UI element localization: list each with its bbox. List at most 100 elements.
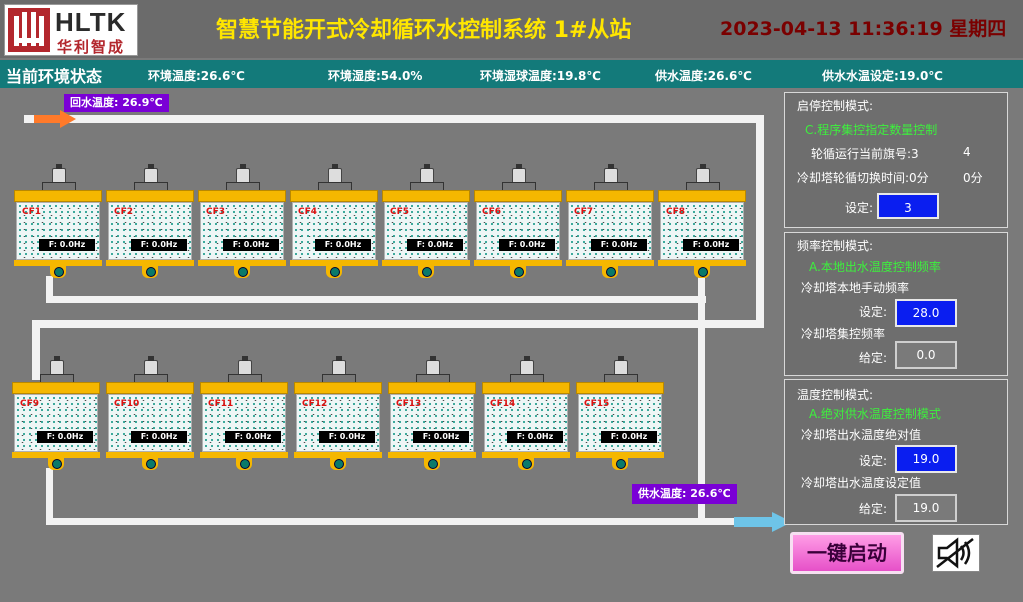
wet-bulb-temperature: 环境湿球温度:19.8℃ — [480, 69, 601, 83]
mute-speaker-icon — [936, 537, 974, 569]
frequency-control-panel: 频率控制模式: A.本地出水温度控制频率 冷却塔本地手动频率 设定: 28.0 … — [784, 232, 1008, 376]
pump-icon[interactable] — [424, 458, 440, 470]
tower-name: CF7 — [574, 207, 594, 217]
temperature-mode-title: 温度控制模式: — [797, 388, 874, 402]
tower-frequency: F: 0.0Hz — [315, 239, 371, 251]
tower-name: CF11 — [208, 399, 234, 409]
start-stop-set-label: 设定: — [845, 201, 874, 215]
tower-name: CF5 — [390, 207, 410, 217]
datetime-display: 2023-04-13 11:36:19 星期四 — [720, 18, 1007, 40]
mute-alarm-button[interactable] — [932, 534, 980, 572]
outlet-temperature-given-value: 19.0 — [895, 494, 957, 522]
tower-frequency: F: 0.0Hz — [507, 431, 563, 443]
frequency-mode-title: 频率控制模式: — [797, 239, 874, 253]
pump-icon[interactable] — [326, 266, 342, 278]
outlet-temperature-set-input[interactable]: 19.0 — [895, 445, 957, 473]
pump-icon[interactable] — [602, 266, 618, 278]
manual-frequency-label: 冷却塔本地手动频率 — [801, 281, 910, 295]
tower-frequency: F: 0.0Hz — [131, 239, 187, 251]
cooling-tower[interactable]: CF9 F: 0.0Hz — [12, 356, 100, 472]
cooling-tower[interactable]: CF8 F: 0.0Hz — [658, 164, 746, 280]
fan-motor-icon — [614, 356, 628, 378]
pump-icon[interactable] — [142, 266, 158, 278]
tower-frequency: F: 0.0Hz — [225, 431, 281, 443]
one-key-start-button[interactable]: 一键启动 — [790, 532, 904, 574]
tower-name: CF9 — [20, 399, 40, 409]
rotation-switch-time-value: 0分 — [963, 171, 983, 185]
start-stop-set-input[interactable]: 3 — [877, 193, 939, 219]
fan-motor-icon — [144, 164, 158, 186]
manual-frequency-set-label: 设定: — [859, 305, 888, 319]
start-stop-mode-value[interactable]: C.程序集控指定数量控制 — [805, 123, 938, 137]
tower-name: CF10 — [114, 399, 140, 409]
rotation-switch-time-label: 冷却塔轮循切换时间:0分 — [797, 171, 929, 185]
pump-icon[interactable] — [236, 458, 252, 470]
pump-icon[interactable] — [48, 458, 64, 470]
supply-pipe-row2-left — [46, 468, 53, 525]
fan-motor-icon — [50, 356, 64, 378]
pump-icon[interactable] — [694, 266, 710, 278]
temperature-control-panel: 温度控制模式: A.绝对供水温度控制模式 冷却塔出水温度绝对值 设定: 19.0… — [784, 379, 1008, 525]
pump-icon[interactable] — [510, 266, 526, 278]
system-title: 智慧节能开式冷却循环水控制系统 1#从站 — [216, 18, 632, 43]
pump-icon[interactable] — [612, 458, 628, 470]
tower-frequency: F: 0.0Hz — [39, 239, 95, 251]
return-pipe-middle — [32, 320, 764, 328]
supply-flow-arrow-icon — [734, 512, 792, 532]
tower-frequency: F: 0.0Hz — [499, 239, 555, 251]
company-logo: HLTK 华利智成 — [4, 4, 138, 56]
tower-name: CF8 — [666, 207, 686, 217]
supply-pipe-row1 — [46, 296, 706, 303]
return-pipe-right — [756, 115, 764, 325]
tower-name: CF15 — [584, 399, 610, 409]
supply-water-temperature-display: 供水温度: 26.6℃ — [632, 484, 737, 504]
rotation-current-label: 轮循运行当前旗号:3 — [811, 147, 919, 161]
pump-icon[interactable] — [418, 266, 434, 278]
return-pipe-top — [24, 115, 764, 123]
pump-icon[interactable] — [330, 458, 346, 470]
logo-subtext: 华利智成 — [57, 38, 126, 56]
pump-icon[interactable] — [142, 458, 158, 470]
tower-frequency: F: 0.0Hz — [683, 239, 739, 251]
tower-name: CF13 — [396, 399, 422, 409]
environment-status-label: 当前环境状态 — [6, 67, 103, 86]
ambient-humidity: 环境湿度:54.0% — [328, 69, 423, 83]
supply-pipe-row1-left — [46, 276, 53, 303]
start-stop-mode-title: 启停控制模式: — [797, 99, 874, 113]
temperature-mode-value[interactable]: A.绝对供水温度控制模式 — [809, 407, 941, 421]
pump-icon[interactable] — [50, 266, 66, 278]
environment-status-bar: 当前环境状态 环境温度:26.6℃ 环境湿度:54.0% 环境湿球温度:19.8… — [0, 60, 1023, 88]
manual-frequency-set-input[interactable]: 28.0 — [895, 299, 957, 327]
fan-motor-icon — [426, 356, 440, 378]
outlet-temperature-absolute-label: 冷却塔出水温度绝对值 — [801, 428, 922, 442]
cooling-tower[interactable]: CF14 F: 0.0Hz — [482, 356, 570, 472]
tower-frequency: F: 0.0Hz — [223, 239, 279, 251]
frequency-mode-value[interactable]: A.本地出水温度控制频率 — [809, 260, 941, 274]
ambient-temperature: 环境温度:26.6℃ — [148, 69, 245, 83]
tower-frequency: F: 0.0Hz — [37, 431, 93, 443]
tower-name: CF14 — [490, 399, 516, 409]
logo-text: HLTK — [55, 7, 127, 37]
group-frequency-label: 冷却塔集控频率 — [801, 327, 886, 341]
fan-motor-icon — [238, 356, 252, 378]
fan-motor-icon — [604, 164, 618, 186]
supply-water-setpoint: 供水水温设定:19.0℃ — [822, 69, 943, 83]
pump-icon[interactable] — [518, 458, 534, 470]
cooling-tower[interactable]: CF11 F: 0.0Hz — [200, 356, 288, 472]
return-water-temperature: 回水温度: 26.9℃ — [64, 94, 169, 112]
pump-icon[interactable] — [234, 266, 250, 278]
supply-pipe-bottom — [46, 518, 786, 525]
return-pipe-left-drop — [32, 320, 40, 380]
header: HLTK 华利智成 智慧节能开式冷却循环水控制系统 1#从站 2023-04-1… — [0, 0, 1023, 58]
